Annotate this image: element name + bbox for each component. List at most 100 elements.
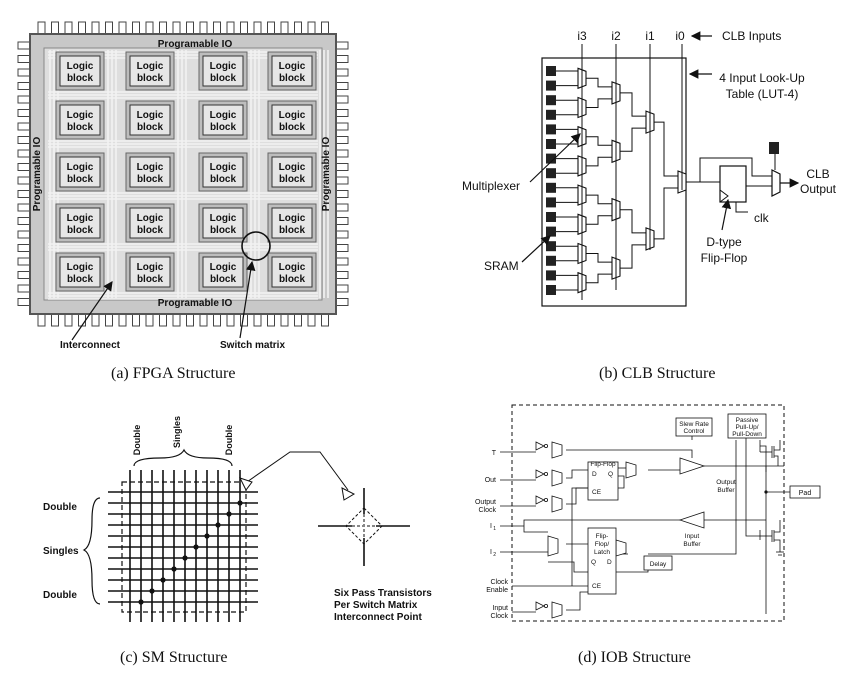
io-pin: [17, 190, 31, 198]
io-pin: [17, 163, 31, 171]
delay-box: [643, 555, 673, 571]
logic-block-label-line1: Logic: [137, 162, 164, 173]
pad-label: Pad: [799, 490, 812, 497]
logic-block-grid: LogicblockLogicblockLogicblockLogicblock…: [55, 51, 317, 292]
mux: [551, 601, 563, 619]
note-line2: Per Switch Matrix: [334, 600, 418, 611]
io-pin: [307, 313, 316, 327]
logic-block-label-line2: block: [210, 122, 237, 133]
logic-block-label-line2: block: [137, 122, 164, 133]
logic-block-label-line1: Logic: [279, 162, 306, 173]
io-label-right: Programable IO: [321, 137, 332, 212]
io-pin: [17, 271, 31, 279]
input-buffer-line2: Buffer: [683, 541, 701, 548]
io-pin: [321, 21, 329, 35]
zoom-arrow-start: [239, 477, 253, 491]
io-pin: [213, 21, 221, 35]
io-pin: [17, 95, 31, 104]
slew-line1: Slew Rate: [679, 421, 709, 428]
io-pin: [17, 298, 31, 306]
i1-subscript: 1: [493, 526, 496, 532]
sram-cell: [546, 270, 556, 281]
input-buffer-line1: Input: [685, 533, 700, 540]
lut-label-line1: 4 Input Look-Up: [719, 71, 805, 85]
mux: [547, 535, 559, 557]
io-pin: [17, 82, 31, 90]
output-flip-flop: [587, 461, 619, 501]
io-pin: [172, 313, 181, 327]
io-pin: [335, 82, 349, 90]
logic-block-label-line2: block: [210, 225, 237, 236]
slew-line2: Control: [684, 428, 706, 435]
io-pin: [17, 257, 31, 266]
io-pin: [17, 217, 31, 225]
input-i3: i3: [577, 29, 587, 43]
sram-cell: [546, 212, 556, 222]
io-pin: [226, 21, 235, 35]
io-pin: [51, 21, 59, 35]
io-pin: [17, 244, 31, 252]
io-pin: [267, 313, 275, 327]
fpga-structure-diagram: LogicblockLogicblockLogicblockLogicblock…: [17, 21, 349, 351]
pass-transistor-dot: [204, 533, 210, 539]
mux: [551, 495, 563, 513]
pass-transistor-dot: [193, 544, 199, 550]
io-pin: [17, 109, 31, 117]
logic-block-label-line1: Logic: [67, 213, 94, 224]
io-pin: [253, 313, 262, 327]
io-pin: [335, 284, 349, 293]
top-label-singles: Singles: [172, 416, 182, 448]
io-pin: [335, 244, 349, 252]
logic-block-label-line1: Logic: [67, 162, 94, 173]
logic-block-label-line1: Logic: [279, 262, 306, 273]
sram-cells: [546, 66, 556, 295]
io-pin: [267, 21, 275, 35]
logic-block-label-line1: Logic: [67, 262, 94, 273]
pass-transistor-dot: [160, 577, 166, 583]
ffl-line3: Latch: [594, 549, 610, 556]
logic-block-label-line1: Logic: [67, 110, 94, 121]
io-pin: [159, 21, 167, 35]
note-line3: Interconnect Point: [334, 612, 422, 623]
slew-rate-box: [675, 417, 713, 437]
io-pin: [253, 21, 262, 35]
io-pin: [132, 21, 140, 35]
io-pin: [335, 298, 349, 306]
d-flip-flop: [719, 165, 747, 203]
input-i0: i0: [675, 29, 685, 43]
io-pin: [105, 313, 113, 327]
pass-transistor-dot: [138, 599, 144, 605]
passive-pull-box: [727, 413, 767, 439]
logic-block-label-line2: block: [279, 122, 306, 133]
io-pin: [17, 176, 31, 185]
output-clock-line1: Output: [475, 499, 496, 506]
i1-label: I: [490, 523, 492, 530]
io-pin: [145, 313, 154, 327]
logic-block-label-line1: Logic: [279, 110, 306, 121]
iob-muxes: [535, 441, 637, 619]
clb-output-line2: Output: [800, 182, 837, 196]
io-pin: [64, 21, 73, 35]
zoom-line: [243, 451, 349, 491]
inverter: [535, 601, 545, 611]
io-pin: [186, 313, 194, 327]
ff-q-label: Q: [608, 471, 613, 478]
io-pin: [335, 55, 349, 63]
logic-block-label-line2: block: [137, 225, 164, 236]
ffl-d-label: D: [607, 559, 612, 566]
io-pin: [335, 122, 349, 131]
logic-block-label-line1: Logic: [210, 213, 237, 224]
logic-block-label-line2: block: [67, 225, 94, 236]
input-flip-flop-latch: [587, 527, 617, 595]
clock-enable-line2: Enable: [486, 587, 508, 594]
io-pin: [307, 21, 316, 35]
io-pin: [213, 313, 221, 327]
io-pin: [335, 230, 349, 239]
input-clock-line2: Clock: [490, 613, 508, 620]
